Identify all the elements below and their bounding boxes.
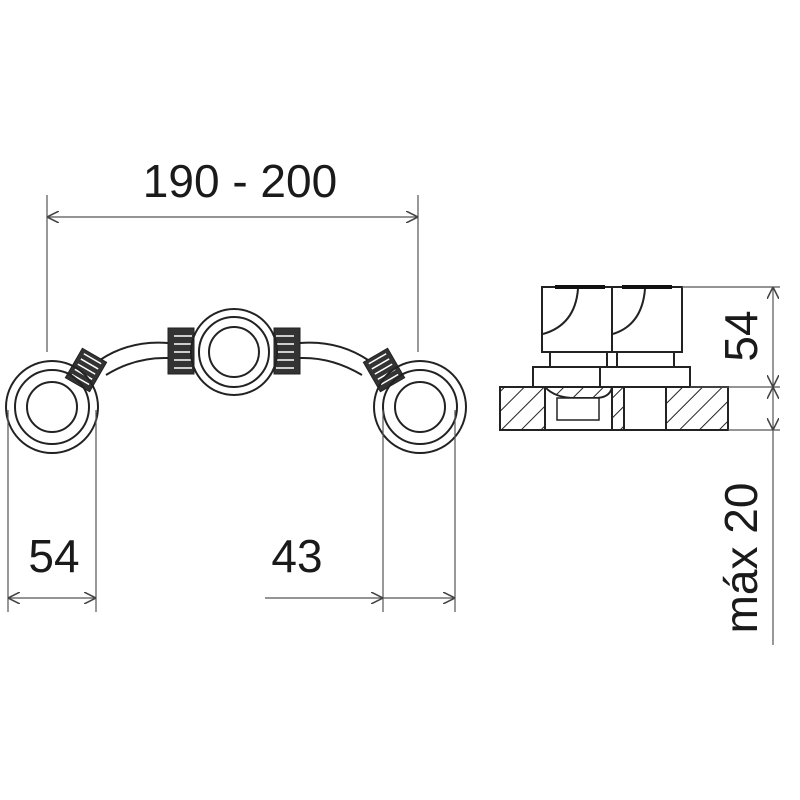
max-depth-label: máx 20 xyxy=(715,483,767,634)
right-outlet xyxy=(373,360,467,454)
faucet-plan-view xyxy=(5,308,467,454)
outlet-diameter-label: 54 xyxy=(28,530,79,582)
left-nut xyxy=(64,347,108,393)
faucet-side-view xyxy=(499,285,729,431)
right-nut xyxy=(362,347,406,393)
center-nuts xyxy=(167,327,301,375)
width-dimension-label: 190 - 200 xyxy=(143,155,337,207)
width-dimension: 190 - 200 xyxy=(46,155,419,352)
height-label: 54 xyxy=(715,310,767,361)
outlet-diameter-dimension: 54 xyxy=(7,410,97,612)
spacing-label: 43 xyxy=(271,530,322,582)
height-dimension: 54 máx 20 xyxy=(682,286,780,645)
center-outlet xyxy=(190,308,278,396)
left-outlet xyxy=(5,360,99,454)
spacing-dimension: 43 xyxy=(265,410,456,612)
